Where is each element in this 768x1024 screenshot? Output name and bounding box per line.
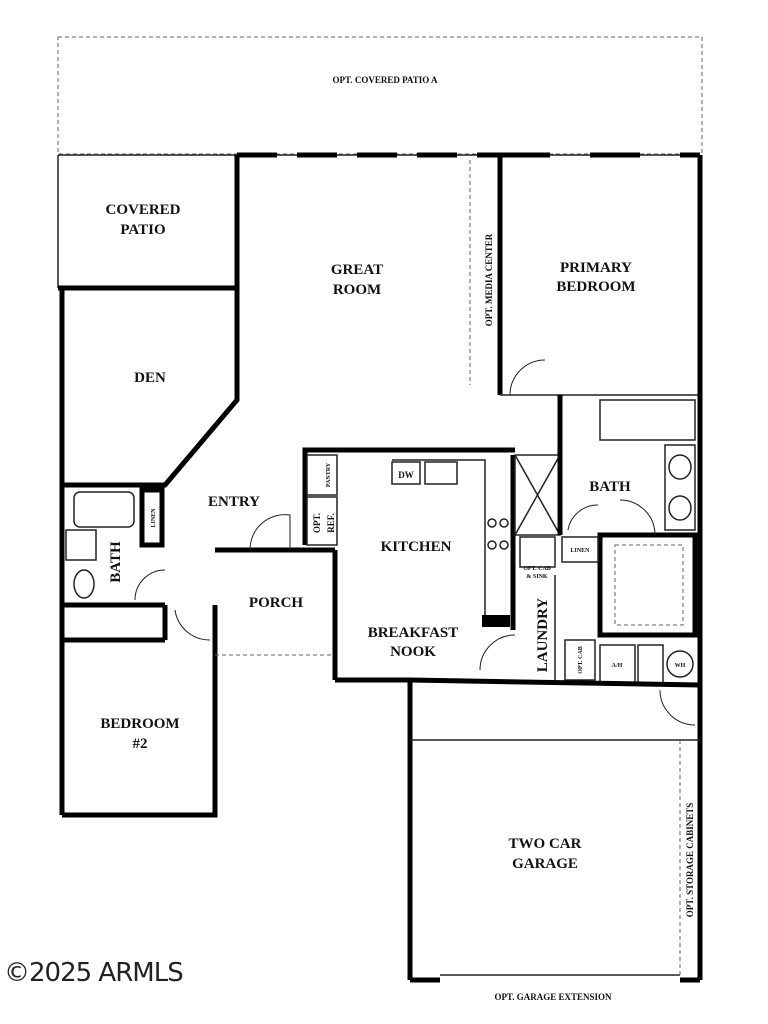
toilet-room bbox=[599, 399, 696, 441]
label-two-car-garage: TWO CAR bbox=[509, 836, 582, 852]
closet-shelves bbox=[614, 544, 684, 626]
label-opt-cab: OPT. CAB bbox=[578, 646, 584, 674]
label-opt-covered-patio-a: OPT. COVERED PATIO A bbox=[332, 75, 438, 85]
label-kitchen: KITCHEN bbox=[381, 539, 452, 555]
garage-entry-door bbox=[659, 689, 696, 726]
kitchen-top-wall bbox=[302, 447, 515, 545]
column bbox=[482, 615, 510, 627]
burner bbox=[487, 540, 497, 550]
den-wall bbox=[62, 288, 240, 488]
copyright-watermark: ©2025 ARMLS bbox=[4, 958, 184, 988]
sink bbox=[73, 569, 95, 599]
kitchen-counter bbox=[392, 459, 486, 615]
closet-door bbox=[619, 499, 656, 536]
label-linen-primary: LINEN bbox=[570, 548, 590, 554]
label-opt-ref-2: REF. bbox=[326, 513, 336, 532]
opt-cab-sink bbox=[519, 536, 556, 568]
linen-closet-primary bbox=[561, 536, 599, 563]
primary-door bbox=[509, 359, 546, 396]
label-ahu: A/H bbox=[612, 663, 623, 669]
label-entry: ENTRY bbox=[208, 494, 260, 510]
label-opt-cab-sink-2: & SINK bbox=[526, 574, 548, 580]
label-pantry: PANTRY bbox=[326, 462, 332, 487]
bath-door bbox=[567, 504, 599, 531]
laundry-door bbox=[479, 634, 516, 671]
vanity-sink bbox=[668, 495, 692, 521]
pantry bbox=[306, 454, 338, 496]
label-bath-secondary: BATH bbox=[108, 541, 124, 583]
label-covered-patio-2: PATIO bbox=[120, 222, 165, 238]
label-breakfast-nook-2: NOOK bbox=[390, 644, 436, 660]
label-opt-storage-cabinets: OPT. STORAGE CABINETS bbox=[685, 803, 695, 917]
bathtub bbox=[73, 491, 135, 528]
kitchen-sink bbox=[424, 461, 458, 485]
label-covered-patio: COVERED bbox=[105, 202, 180, 218]
linen-closet bbox=[139, 487, 165, 548]
entry-door bbox=[249, 514, 291, 551]
opt-covered-patio-outline bbox=[57, 36, 703, 155]
label-wh: WH bbox=[675, 663, 686, 669]
label-primary-bedroom: PRIMARY bbox=[560, 260, 632, 276]
dishwasher bbox=[391, 461, 421, 485]
garage-top-wall bbox=[409, 677, 701, 688]
bath-door bbox=[134, 569, 166, 601]
label-two-car-garage-2: GARAGE bbox=[512, 856, 578, 872]
vanity bbox=[664, 444, 696, 531]
water-heater bbox=[666, 650, 694, 678]
label-laundry: LAUNDRY bbox=[535, 598, 551, 673]
opt-ref-space bbox=[306, 496, 338, 546]
toilet bbox=[65, 529, 97, 561]
label-great-room-2: ROOM bbox=[333, 282, 381, 298]
label-bedroom-2-num: #2 bbox=[133, 736, 148, 752]
label-porch: PORCH bbox=[249, 595, 303, 611]
burner bbox=[499, 518, 509, 528]
label-den: DEN bbox=[134, 370, 166, 386]
label-bedroom-2: BEDROOM bbox=[100, 716, 179, 732]
label-primary-bedroom-2: BEDROOM bbox=[556, 279, 635, 295]
vanity-sink bbox=[668, 454, 692, 480]
opt-cab-box bbox=[564, 639, 596, 681]
label-opt-garage-extension: OPT. GARAGE EXTENSION bbox=[494, 992, 612, 1002]
label-linen-secondary: LINEN bbox=[151, 508, 157, 528]
bedroom2-wall bbox=[62, 605, 218, 818]
label-bath-primary: BATH bbox=[589, 479, 631, 495]
label-opt-cab-sink: OPT. CAB bbox=[523, 566, 551, 572]
label-opt-ref: OPT. bbox=[312, 513, 322, 533]
label-breakfast-nook: BREAKFAST bbox=[368, 625, 459, 641]
label-opt-media-center: OPT. MEDIA CENTER bbox=[484, 233, 494, 326]
burner bbox=[487, 518, 497, 528]
shower-mark bbox=[514, 454, 561, 536]
closet bbox=[597, 532, 698, 638]
utility-box bbox=[637, 644, 664, 684]
burner bbox=[499, 540, 509, 550]
label-dw: DW bbox=[398, 470, 414, 480]
bedroom2-door bbox=[174, 609, 211, 641]
label-great-room: GREAT bbox=[331, 262, 383, 278]
